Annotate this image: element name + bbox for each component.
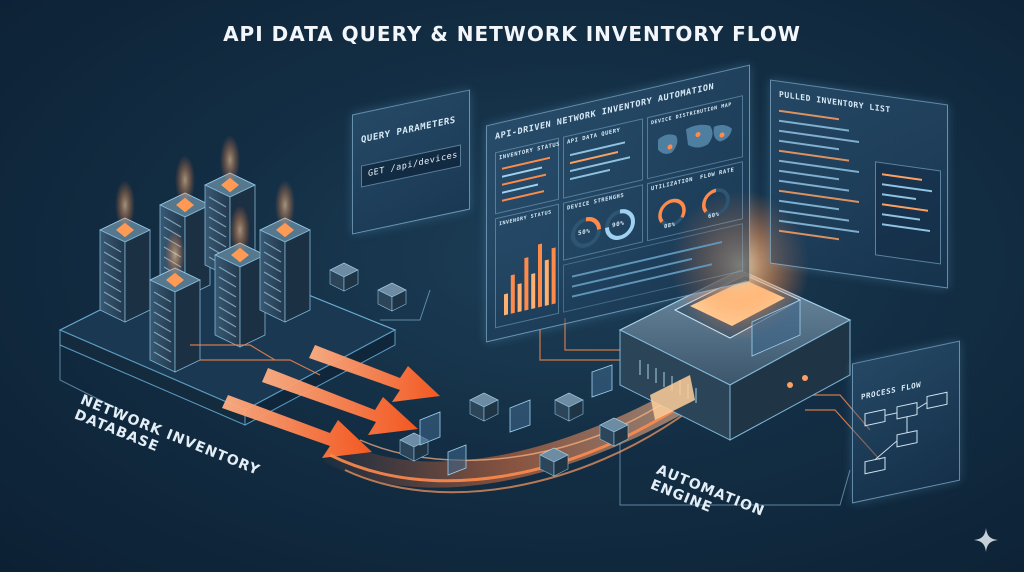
device-strengths-card: DEVICE STRENGHS 50% 90%: [563, 184, 643, 261]
inventory-bar: [531, 273, 536, 310]
world-map-icon: [658, 124, 732, 154]
endpoint-value: GET /api/devices: [368, 150, 458, 180]
inventory-bar: [510, 274, 515, 314]
inventory-status-chart-card: INVENORY STATUS: [495, 203, 559, 329]
inventory-row: [779, 139, 839, 151]
server-rack: [259, 180, 311, 323]
inventory-row: [779, 109, 839, 121]
query-parameters-panel: QUERY PARAMETERS GET /api/devices: [352, 89, 470, 235]
inventory-row: [779, 199, 839, 211]
automation-dashboard-panel: API-DRIVEN NETWORK INVENTORY AUTOMATION …: [486, 64, 750, 343]
inventory-bar-chart: [504, 243, 556, 316]
device-cube: [554, 392, 584, 422]
process-flow-panel: PROCESS FLOW: [852, 340, 960, 504]
endpoint-field[interactable]: GET /api/devices: [361, 144, 461, 188]
page-title: API DATA QUERY & NETWORK INVENTORY FLOW: [223, 22, 801, 46]
query-parameters-title: QUERY PARAMETERS: [361, 115, 456, 146]
server-rack: [99, 180, 151, 323]
pulled-inventory-title: PULLED INVENTORY LIST: [779, 89, 891, 115]
inventory-row: [779, 229, 839, 241]
device-cube: [599, 417, 629, 447]
inventory-row: [779, 209, 849, 222]
inventory-status-label: INVENTORY STATUS: [499, 141, 560, 162]
inventory-status-card: INVENTORY STATUS: [495, 137, 560, 215]
inventory-code-card: [875, 161, 941, 265]
pulled-inventory-panel: PULLED INVENTORY LIST: [770, 79, 948, 289]
inventory-bar: [524, 257, 529, 311]
device-distribution-map-card: DEVICE DISTRIBUTION MAP: [647, 95, 743, 180]
inventory-list: [779, 109, 869, 263]
inventory-bar: [517, 283, 522, 313]
inventory-bar: [538, 243, 542, 308]
inventory-bar: [504, 293, 508, 316]
inventory-row: [779, 169, 839, 181]
device-cube: [329, 262, 359, 292]
process-flow-diagram: [864, 391, 948, 475]
server-rack: [149, 230, 201, 373]
server-rack: [214, 205, 266, 348]
inventory-row: [779, 119, 849, 132]
device-cube: [539, 447, 569, 477]
inventory-row: [779, 149, 849, 162]
inventory-row: [779, 179, 849, 192]
api-query-label: API DATA QUERY: [567, 127, 621, 146]
sparkle-icon: [974, 528, 998, 552]
inventory-bar: [551, 247, 556, 305]
device-cube: [469, 392, 499, 422]
utilization-card: UTILIZATION FLOW RATE 08% 60%: [647, 161, 743, 242]
device-cube: [377, 282, 407, 312]
inventory-bar: [544, 259, 549, 306]
server-racks: [99, 135, 311, 373]
